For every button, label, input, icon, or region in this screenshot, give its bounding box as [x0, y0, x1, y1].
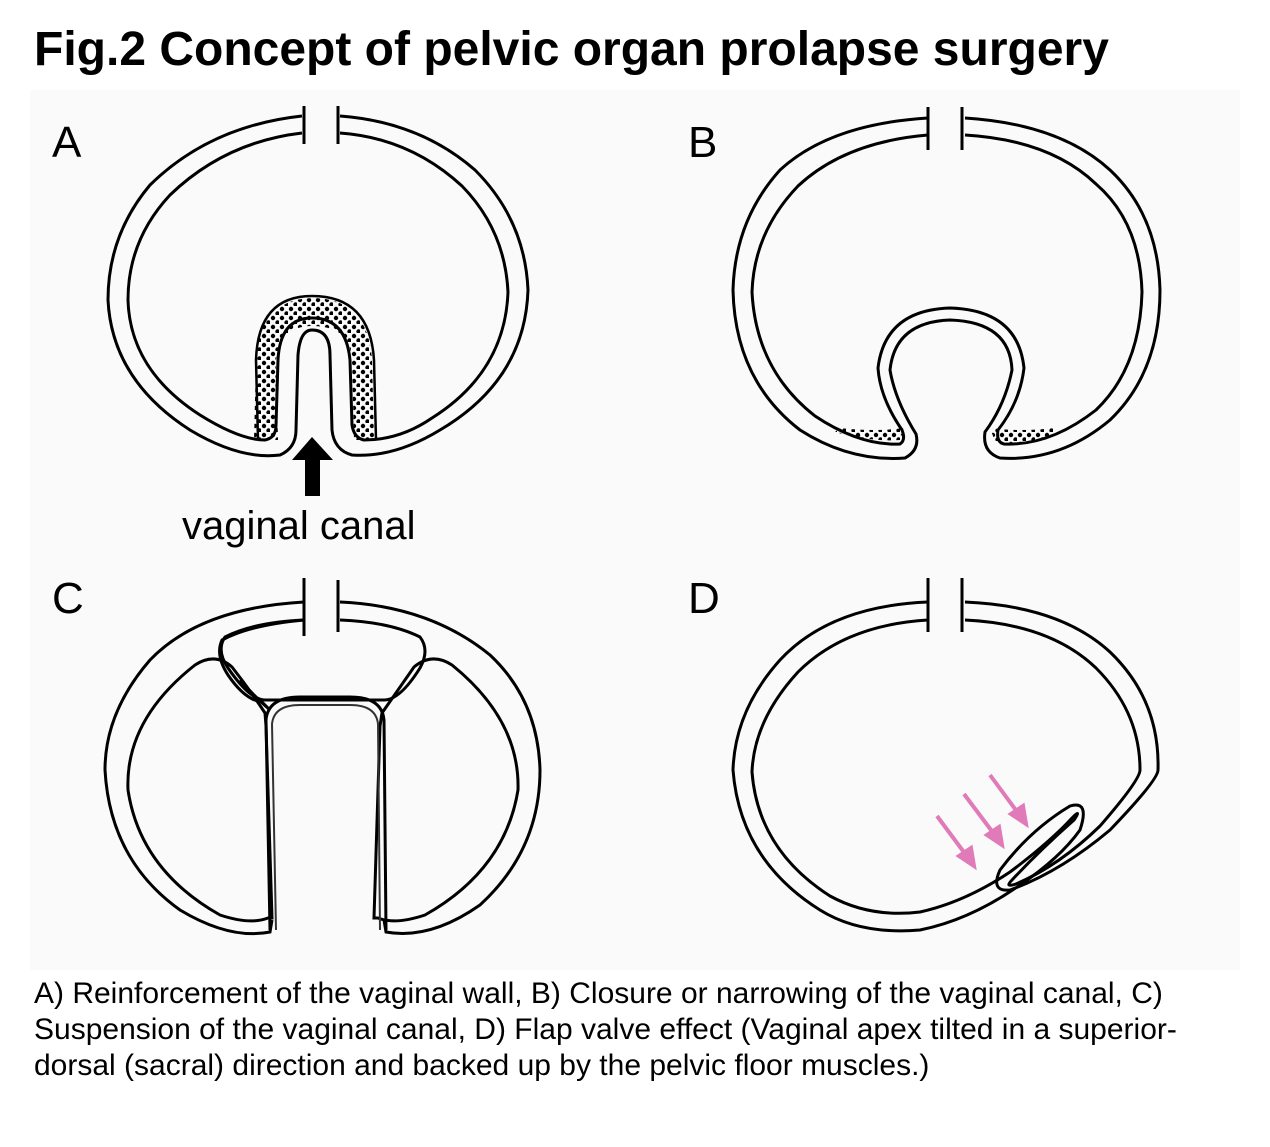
- panel-c-diagram: [103, 578, 542, 936]
- pressure-arrow-2-head: [983, 823, 1005, 850]
- panel-b-reinforcement-left: [835, 428, 904, 441]
- panel-b-diagram: [731, 107, 1162, 460]
- figure-title: Fig.2 Concept of pelvic organ prolapse s…: [34, 23, 1109, 76]
- panel-c-canal: [264, 695, 388, 931]
- pressure-arrow-3-head: [1007, 802, 1029, 829]
- panel-a-inner-wall: [126, 131, 510, 442]
- pressure-arrow-1-head: [955, 844, 977, 871]
- figure-caption: A) Reinforcement of the vaginal wall, B)…: [34, 977, 1177, 1082]
- panel-c-inner-wall-left: [218, 618, 305, 712]
- panel-c-canal-inner: [270, 704, 381, 931]
- panel-d-pressure-arrows: [935, 773, 1029, 871]
- figure-background: [30, 90, 1240, 970]
- panel-d-inner-wall: [750, 618, 1142, 915]
- panel-c-outer-wall: [103, 600, 542, 936]
- panel-label-c: C: [52, 574, 84, 623]
- panel-a-outer-wall: [106, 114, 530, 458]
- panel-label-b: B: [688, 118, 718, 167]
- panel-a-canal-lining: [254, 294, 378, 441]
- panel-d-diagram: [731, 578, 1160, 933]
- panel-c-right-chamber: [372, 657, 520, 923]
- panel-a-diagram: [106, 106, 530, 458]
- pressure-arrow-3: [988, 773, 1020, 815]
- panel-label-d: D: [688, 574, 720, 623]
- pressure-arrow-2: [962, 792, 996, 836]
- pressure-arrow-1: [935, 814, 968, 857]
- panel-b-reinforcement-right: [990, 428, 1055, 445]
- vaginal-canal-arrow: [292, 437, 333, 496]
- panel-c-left-chamber: [126, 657, 274, 923]
- panel-b-inner-wall: [750, 133, 1144, 446]
- panel-d-outer-wall: [731, 600, 1160, 933]
- panel-label-a: A: [52, 118, 82, 167]
- panel-c-top-chamber: [219, 618, 427, 702]
- vaginal-canal-label: vaginal canal: [182, 504, 416, 548]
- panel-b-outer-wall: [731, 116, 1162, 460]
